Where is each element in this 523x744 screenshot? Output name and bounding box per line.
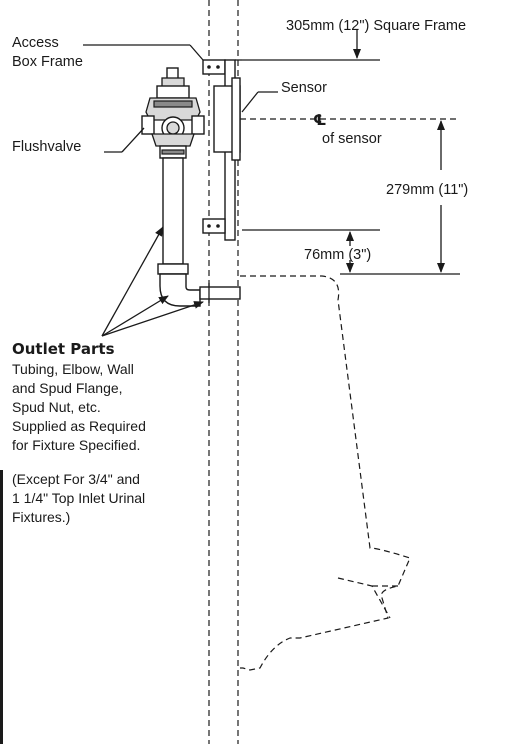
label-box-frame: Box Frame [12,54,83,70]
annotation-lines [83,30,460,337]
urinal-fixture-outline [240,275,411,671]
label-except-line-1: (Except For 3/4" and [12,471,140,487]
label-outlet-line-1: Tubing, Elbow, Wall [12,361,134,377]
page-edge-bar [0,470,3,744]
label-access: Access [12,35,59,51]
label-outlet-parts-title: Outlet Parts [12,340,115,358]
label-dim-76: 76mm (3") [304,247,371,263]
label-sensor: Sensor [281,80,327,96]
centerline-symbol: ℄ [313,111,326,129]
sensor-housing [213,77,241,161]
flushvalve-assembly [141,67,241,307]
label-flushvalve: Flushvalve [12,139,81,155]
label-outlet-line-5: for Fixture Specified. [12,437,140,453]
label-outlet-line-4: Supplied as Required [12,418,146,434]
label-square-frame: 305mm (12") Square Frame [286,18,466,34]
label-outlet-line-2: and Spud Flange, [12,380,123,396]
label-except-line-2: 1 1/4" Top Inlet Urinal [12,490,145,506]
label-outlet-line-3: Spud Nut, etc. [12,399,101,415]
label-dim-279: 279mm (11") [386,182,468,198]
label-except-line-3: Fixtures.) [12,509,70,525]
label-of-sensor: of sensor [322,131,382,147]
